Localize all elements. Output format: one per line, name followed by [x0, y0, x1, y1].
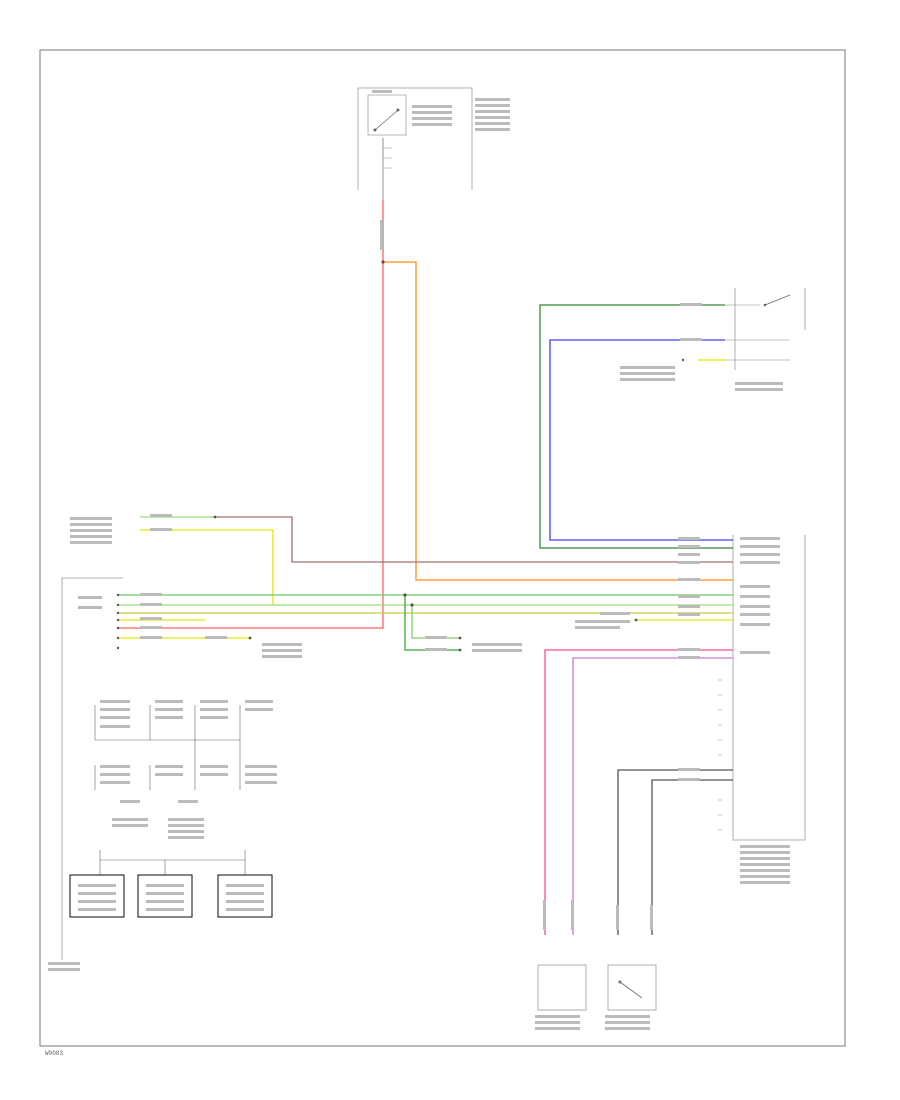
- transmission-range-switch: [725, 288, 806, 370]
- lower-left-modules: [69, 874, 273, 918]
- diagram-frame: [39, 49, 846, 1047]
- wire-purple: [572, 657, 733, 935]
- wire-gray-1: [617, 769, 733, 935]
- lower-right-components: [537, 964, 657, 1011]
- ecu-pin-ticks: [718, 679, 722, 831]
- module-box-2: [137, 874, 193, 918]
- wire-yellow: [140, 529, 274, 605]
- module-box-3: [217, 874, 273, 918]
- module-box-1: [69, 874, 125, 918]
- wires: [118, 200, 733, 935]
- label-marks: [48, 90, 790, 1030]
- wire-orange: [383, 261, 733, 581]
- wire-gray-2: [651, 779, 733, 935]
- left-sensor-blocks: [94, 705, 246, 875]
- wire-blue: [549, 339, 733, 541]
- lower-component-1: [537, 964, 587, 1011]
- wire-green-drop: [404, 595, 460, 651]
- diagram-footer-code: W0083: [45, 1050, 63, 1057]
- electronic-control-unit-left: [61, 577, 123, 960]
- wire-red: [118, 200, 384, 629]
- wire-pink: [544, 649, 733, 935]
- wire-green-drop-2: [411, 605, 460, 639]
- wire-brown: [215, 516, 733, 563]
- top-switch-component: [357, 87, 473, 210]
- wire-green-loop: [539, 304, 733, 549]
- pin-markers: [116, 260, 685, 652]
- lower-component-2: [607, 964, 657, 1011]
- electronic-control-unit-right: [732, 535, 806, 841]
